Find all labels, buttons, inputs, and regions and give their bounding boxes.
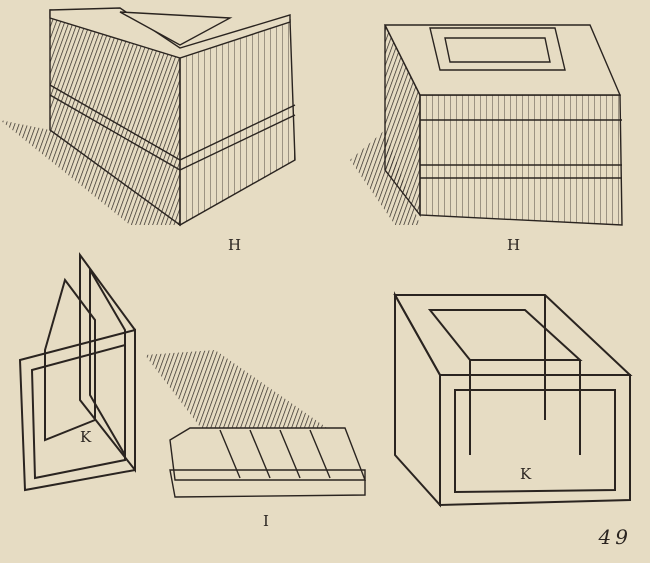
solid-corner-block-drawing bbox=[0, 7, 296, 227]
figure-label: H bbox=[228, 236, 242, 254]
flat-plank-panel-drawing bbox=[145, 350, 367, 498]
figure-label: K bbox=[520, 465, 532, 483]
open-corner-frame-drawing bbox=[18, 251, 136, 492]
figure-label: K bbox=[80, 428, 92, 446]
solid-square-block-drawing bbox=[350, 24, 623, 226]
page-number: 49 bbox=[598, 525, 632, 549]
figure-label: H bbox=[507, 236, 521, 254]
open-square-frame-drawing bbox=[393, 291, 633, 508]
figure-label: I bbox=[263, 512, 269, 530]
